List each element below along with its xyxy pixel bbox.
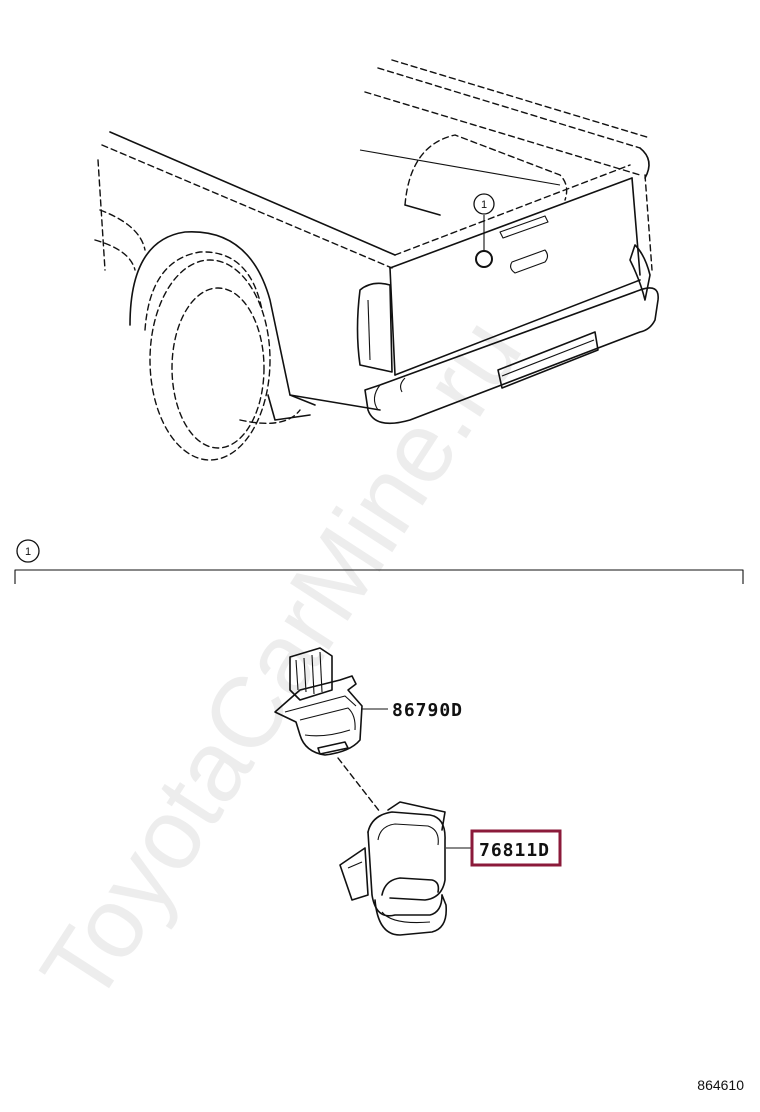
bezel-garnish-drawing bbox=[339, 801, 472, 936]
callout-marker-text: 1 bbox=[481, 199, 487, 211]
section-header: 1 bbox=[14, 539, 744, 584]
part-number-76811D: 76811D bbox=[479, 840, 550, 861]
camera-location-marker bbox=[475, 250, 493, 268]
camera-assembly-drawing bbox=[274, 647, 388, 813]
reference-code: 864610 bbox=[697, 1077, 744, 1093]
part-number-86790D: 86790D bbox=[392, 700, 463, 721]
highlight-box-76811D bbox=[470, 829, 562, 867]
callout-bubble bbox=[473, 193, 495, 215]
section-marker-text: 1 bbox=[25, 546, 31, 558]
truck-rear-illustration: 1 bbox=[94, 59, 659, 461]
watermark-text: ToyotaCarMine.ru bbox=[20, 299, 544, 1022]
